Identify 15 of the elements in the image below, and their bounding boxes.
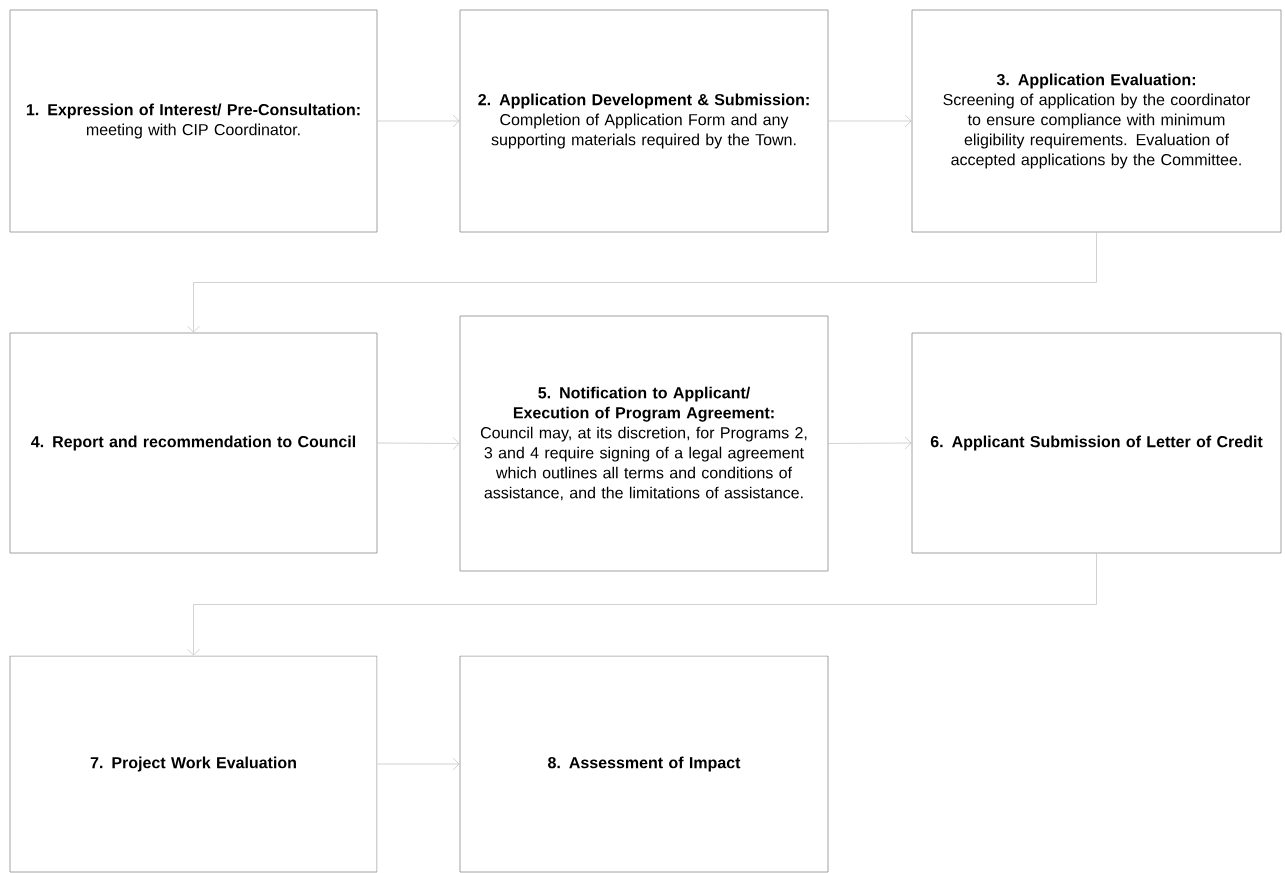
process-box: 4. Report and recommendation to Council [9, 332, 378, 554]
process-box: 2. Application Development & Submission: Completion of Application Form and any supporting materials required by the Town. [459, 9, 829, 233]
process-box: 7. Project Work Evaluation [9, 655, 378, 873]
process-box: 3. Application Evaluation: Screening of application by the coordinator to ensure compliance with minimum eligibility requirements. Evaluation of accepted applications by the Committee. [911, 9, 1282, 233]
arrow [377, 114, 460, 128]
process-box: 1. Expression of Interest/ Pre-Consultation: meeting with CIP Coordinator. [9, 9, 378, 233]
arrow [377, 757, 460, 771]
process-box: 8. Assessment of Impact [459, 655, 829, 873]
arrow [828, 114, 912, 128]
process-box: 6. Applicant Submission of Letter of Credit [911, 332, 1282, 554]
process-box: 5. Notification to Applicant/ Execution of Program Agreement: Council may, at its discretion, for Programs 2, 3 and 4 require signing of a legal agreement which outlines all terms and conditions of assistance, and the limitations of assistance. [459, 315, 829, 572]
arrow [377, 437, 460, 450]
arrow [187, 232, 1097, 333]
arrow [187, 553, 1097, 656]
arrow [828, 436, 912, 450]
